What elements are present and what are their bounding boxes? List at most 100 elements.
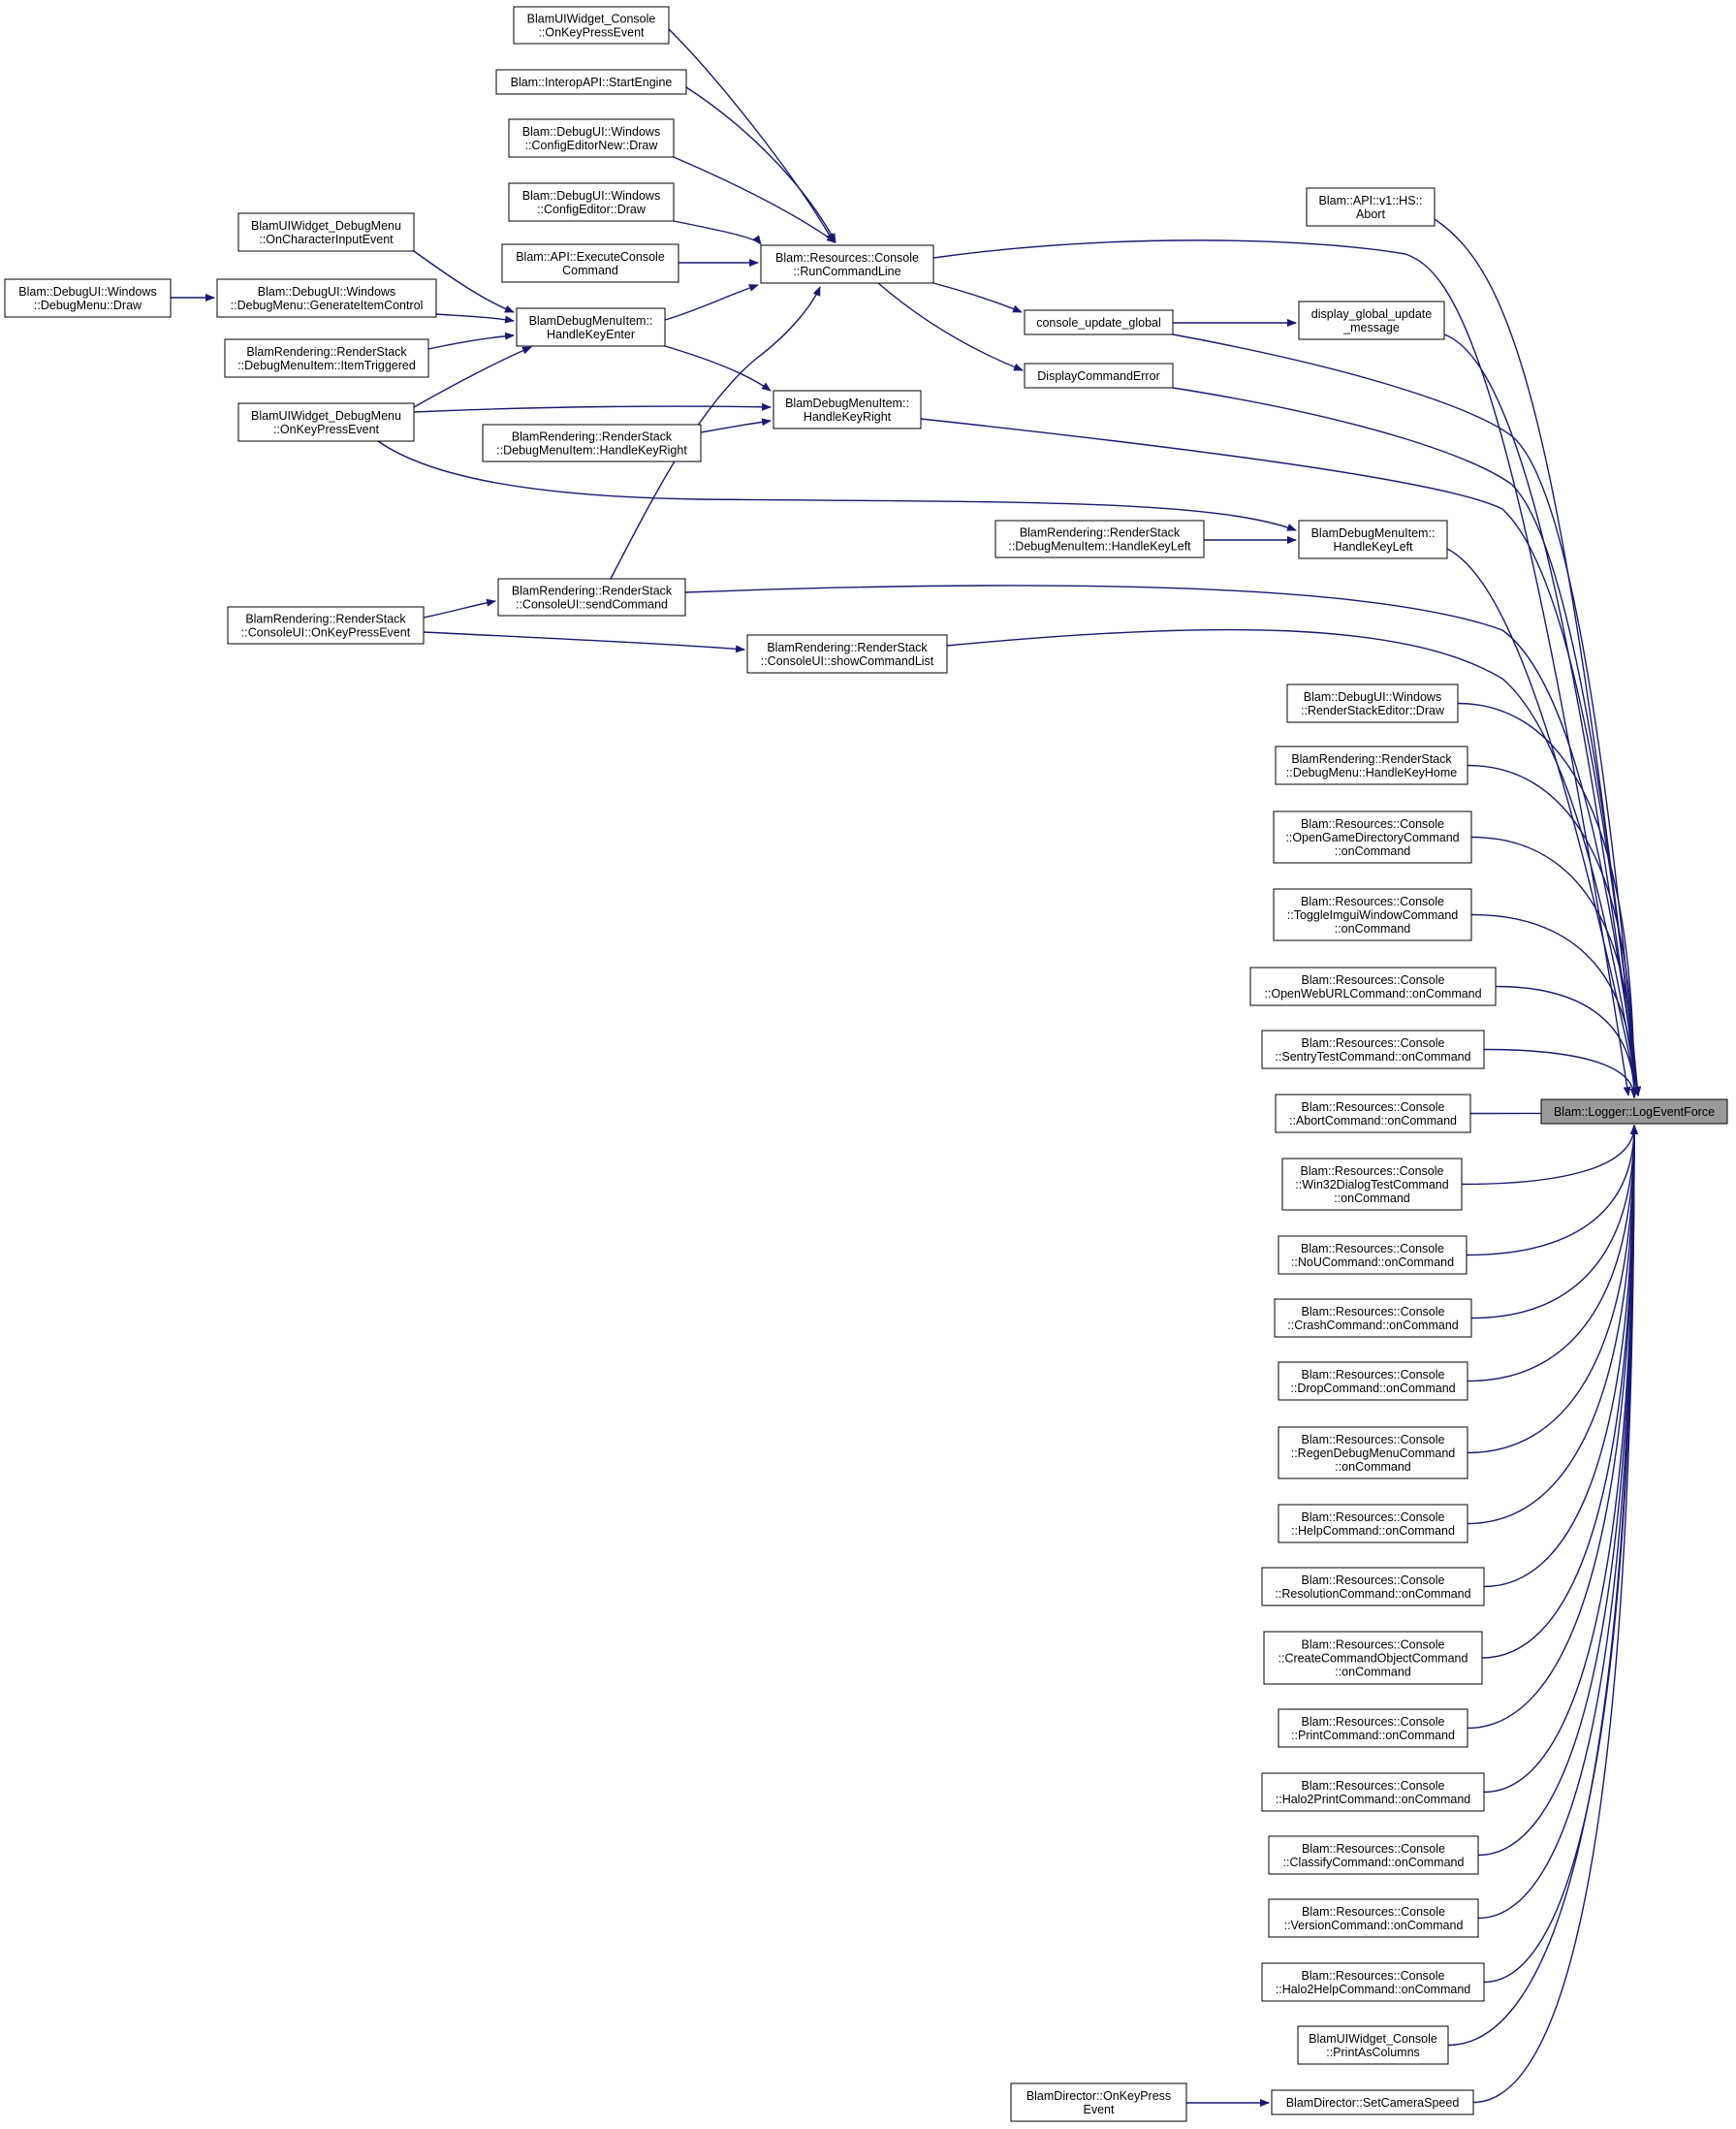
edge-rs_itemtrig-to-hke: [427, 332, 515, 350]
node-dce[interactable]: DisplayCommandError: [1024, 363, 1174, 389]
node-label-line: ::CreateCommandObjectCommand: [1278, 1652, 1468, 1666]
node-label-line: ::NoUCommand::onCommand: [1291, 1255, 1454, 1269]
node-c-openweb[interactable]: Blam::Resources::Console::OpenWebURLComm…: [1249, 967, 1497, 1006]
node-label-line: ::onCommand: [1335, 1460, 1411, 1474]
node-label-line: ::RegenDebugMenuCommand: [1291, 1446, 1456, 1460]
node-hs-abort[interactable]: Blam::API::v1::HS::Abort: [1306, 187, 1436, 227]
node-box: [501, 243, 679, 283]
node-cfgnew[interactable]: Blam::DebugUI::Windows::ConfigEditorNew:…: [508, 118, 675, 158]
node-c-crash[interactable]: Blam::Resources::Console::CrashCommand::…: [1274, 1298, 1472, 1338]
node-label-line: ::VersionCommand::onCommand: [1284, 1919, 1464, 1932]
node-c-print[interactable]: Blam::Resources::Console::PrintCommand::…: [1278, 1708, 1468, 1748]
node-label-line: ::OnKeyPressEvent: [538, 26, 645, 40]
node-rs-home[interactable]: BlamRendering::RenderStack::DebugMenu::H…: [1275, 746, 1468, 785]
node-label-line: BlamDirector::SetCameraSpeed: [1286, 2096, 1460, 2110]
node-label-line: ::ResolutionCommand::onCommand: [1275, 1587, 1470, 1601]
node-label-line: BlamRendering::RenderStack: [246, 345, 407, 359]
edge-c_h2print-to-lef: [1483, 1125, 1638, 1794]
edge-c_version-to-lef: [1477, 1125, 1638, 1920]
node-label-line: HandleKeyEnter: [547, 328, 635, 341]
node-interop[interactable]: Blam::InteropAPI::StartEngine: [495, 69, 687, 95]
node-label-line: ::OnKeyPressEvent: [273, 423, 380, 436]
node-box: [1275, 1094, 1471, 1133]
node-cug[interactable]: console_update_global: [1024, 309, 1174, 335]
node-label-line: Blam::Resources::Console: [1302, 1842, 1445, 1856]
node-box: [1010, 2082, 1187, 2122]
edge-c_imgui-to-lef: [1470, 913, 1638, 1098]
node-label-line: Blam::Resources::Console: [1302, 1969, 1445, 1983]
node-box: [1024, 363, 1174, 389]
node-runcmd[interactable]: Blam::Resources::Console::RunCommandLine: [760, 244, 934, 284]
node-label-line: Blam::Resources::Console: [1302, 1036, 1445, 1050]
node-box: [1297, 2025, 1449, 2065]
node-cui-show[interactable]: BlamRendering::RenderStack::ConsoleUI::s…: [746, 634, 948, 674]
edge-uiwc_okp-to-runcmd: [668, 28, 835, 243]
node-dir-okp[interactable]: BlamDirector::OnKeyPressEvent: [1010, 2082, 1187, 2122]
node-c-h2help[interactable]: Blam::Resources::Console::Halo2HelpComma…: [1261, 1962, 1485, 2002]
node-dm-oncharin[interactable]: BlamUIWidget_DebugMenu::OnCharacterInput…: [237, 212, 415, 252]
node-c-win32[interactable]: Blam::Resources::Console::Win32DialogTes…: [1281, 1158, 1463, 1211]
node-box: [508, 118, 675, 158]
node-uiwc-okp[interactable]: BlamUIWidget_Console::OnKeyPressEvent: [513, 6, 670, 45]
node-c-version[interactable]: Blam::Resources::Console::VersionCommand…: [1268, 1898, 1479, 1938]
node-rs-hkr[interactable]: BlamRendering::RenderStack::DebugMenuIte…: [482, 424, 702, 462]
node-c-sentry[interactable]: Blam::Resources::Console::SentryTestComm…: [1261, 1030, 1485, 1069]
node-label-line: BlamRendering::RenderStack: [1020, 526, 1181, 540]
node-label-line: _message: [1342, 321, 1400, 334]
node-hke[interactable]: BlamDebugMenuItem::HandleKeyEnter: [516, 307, 666, 347]
node-label-line: Blam::DebugUI::Windows: [1304, 690, 1441, 704]
node-dgum[interactable]: display_global_update_message: [1298, 301, 1445, 340]
node-dm-gen[interactable]: Blam::DebugUI::Windows::DebugMenu::Gener…: [216, 278, 437, 318]
node-label-line: BlamDebugMenuItem::: [785, 397, 909, 410]
node-cui-okp[interactable]: BlamRendering::RenderStack::ConsoleUI::O…: [227, 606, 425, 645]
edge-dm_oncharin-to-hke: [413, 250, 515, 313]
node-rse-draw[interactable]: Blam::DebugUI::Windows::RenderStackEdito…: [1286, 683, 1459, 723]
node-lef: Blam::Logger::LogEventForce: [1540, 1098, 1728, 1125]
node-cfg[interactable]: Blam::DebugUI::Windows::ConfigEditor::Dr…: [508, 182, 675, 222]
node-cui-send[interactable]: BlamRendering::RenderStack::ConsoleUI::s…: [497, 578, 686, 617]
node-rs-itemtrig[interactable]: BlamRendering::RenderStack::DebugMenuIte…: [224, 338, 429, 378]
node-label-line: ::OpenGameDirectoryCommand: [1285, 831, 1459, 844]
node-box: [497, 578, 686, 617]
node-label-line: console_update_global: [1036, 316, 1161, 330]
node-c-abort[interactable]: Blam::Resources::Console::AbortCommand::…: [1275, 1094, 1471, 1133]
node-c-nou[interactable]: Blam::Resources::Console::NoUCommand::on…: [1278, 1235, 1468, 1275]
node-label-line: BlamUIWidget_DebugMenu: [251, 219, 401, 233]
edge-c_sentry-to-lef: [1483, 1048, 1638, 1098]
node-label-line: HandleKeyLeft: [1333, 540, 1413, 554]
node-label-line: BlamRendering::RenderStack: [512, 585, 673, 598]
node-dm-okp[interactable]: BlamUIWidget_DebugMenu::OnKeyPressEvent: [237, 402, 415, 442]
node-uiwc-pac[interactable]: BlamUIWidget_Console::PrintAsColumns: [1297, 2025, 1449, 2065]
node-label-line: ::ClassifyCommand::onCommand: [1283, 1856, 1465, 1869]
edge-c_opengame-to-lef: [1470, 836, 1638, 1098]
edge-hkl-to-lef: [1446, 548, 1641, 1096]
node-dir-scs[interactable]: BlamDirector::SetCameraSpeed: [1271, 2089, 1474, 2115]
edge-c_classify-to-lef: [1477, 1125, 1638, 1857]
edge-runcmd-to-cug: [932, 282, 1023, 313]
node-dm-draw[interactable]: Blam::DebugUI::Windows::DebugMenu::Draw: [4, 278, 172, 318]
node-box: [1268, 1898, 1479, 1938]
edge-c_h2help-to-lef: [1483, 1125, 1638, 1984]
node-hkr[interactable]: BlamDebugMenuItem::HandleKeyRight: [773, 390, 922, 429]
node-label-line: display_global_update: [1311, 307, 1432, 321]
node-label-line: ::ConsoleUI::OnKeyPressEvent: [241, 626, 411, 640]
node-c-drop[interactable]: Blam::Resources::Console::DropCommand::o…: [1278, 1361, 1468, 1401]
node-c-createobj[interactable]: Blam::Resources::Console::CreateCommandO…: [1263, 1631, 1483, 1685]
node-label-line: BlamDirector::OnKeyPress: [1026, 2089, 1171, 2103]
node-c-h2print[interactable]: Blam::Resources::Console::Halo2PrintComm…: [1261, 1772, 1485, 1812]
node-box: [1263, 1631, 1483, 1685]
node-label-line: Blam::DebugUI::Windows: [522, 125, 660, 139]
node-c-imgui[interactable]: Blam::Resources::Console::ToggleImguiWin…: [1273, 888, 1472, 941]
node-c-classify[interactable]: Blam::Resources::Console::ClassifyComman…: [1268, 1835, 1479, 1875]
node-c-regen[interactable]: Blam::Resources::Console::RegenDebugMenu…: [1278, 1426, 1468, 1479]
node-rs-hkl[interactable]: BlamRendering::RenderStack::DebugMenuIte…: [994, 520, 1205, 558]
node-label-line: ::onCommand: [1335, 922, 1411, 936]
node-box: [1278, 1235, 1468, 1275]
node-label-line: BlamUIWidget_DebugMenu: [251, 409, 401, 423]
edge-rse_draw-to-lef: [1457, 702, 1638, 1098]
node-hkl[interactable]: BlamDebugMenuItem::HandleKeyLeft: [1298, 520, 1448, 559]
node-c-opengame[interactable]: Blam::Resources::Console::OpenGameDirect…: [1273, 810, 1472, 864]
node-c-help[interactable]: Blam::Resources::Console::HelpCommand::o…: [1278, 1504, 1468, 1543]
node-c-res[interactable]: Blam::Resources::Console::ResolutionComm…: [1261, 1567, 1485, 1606]
